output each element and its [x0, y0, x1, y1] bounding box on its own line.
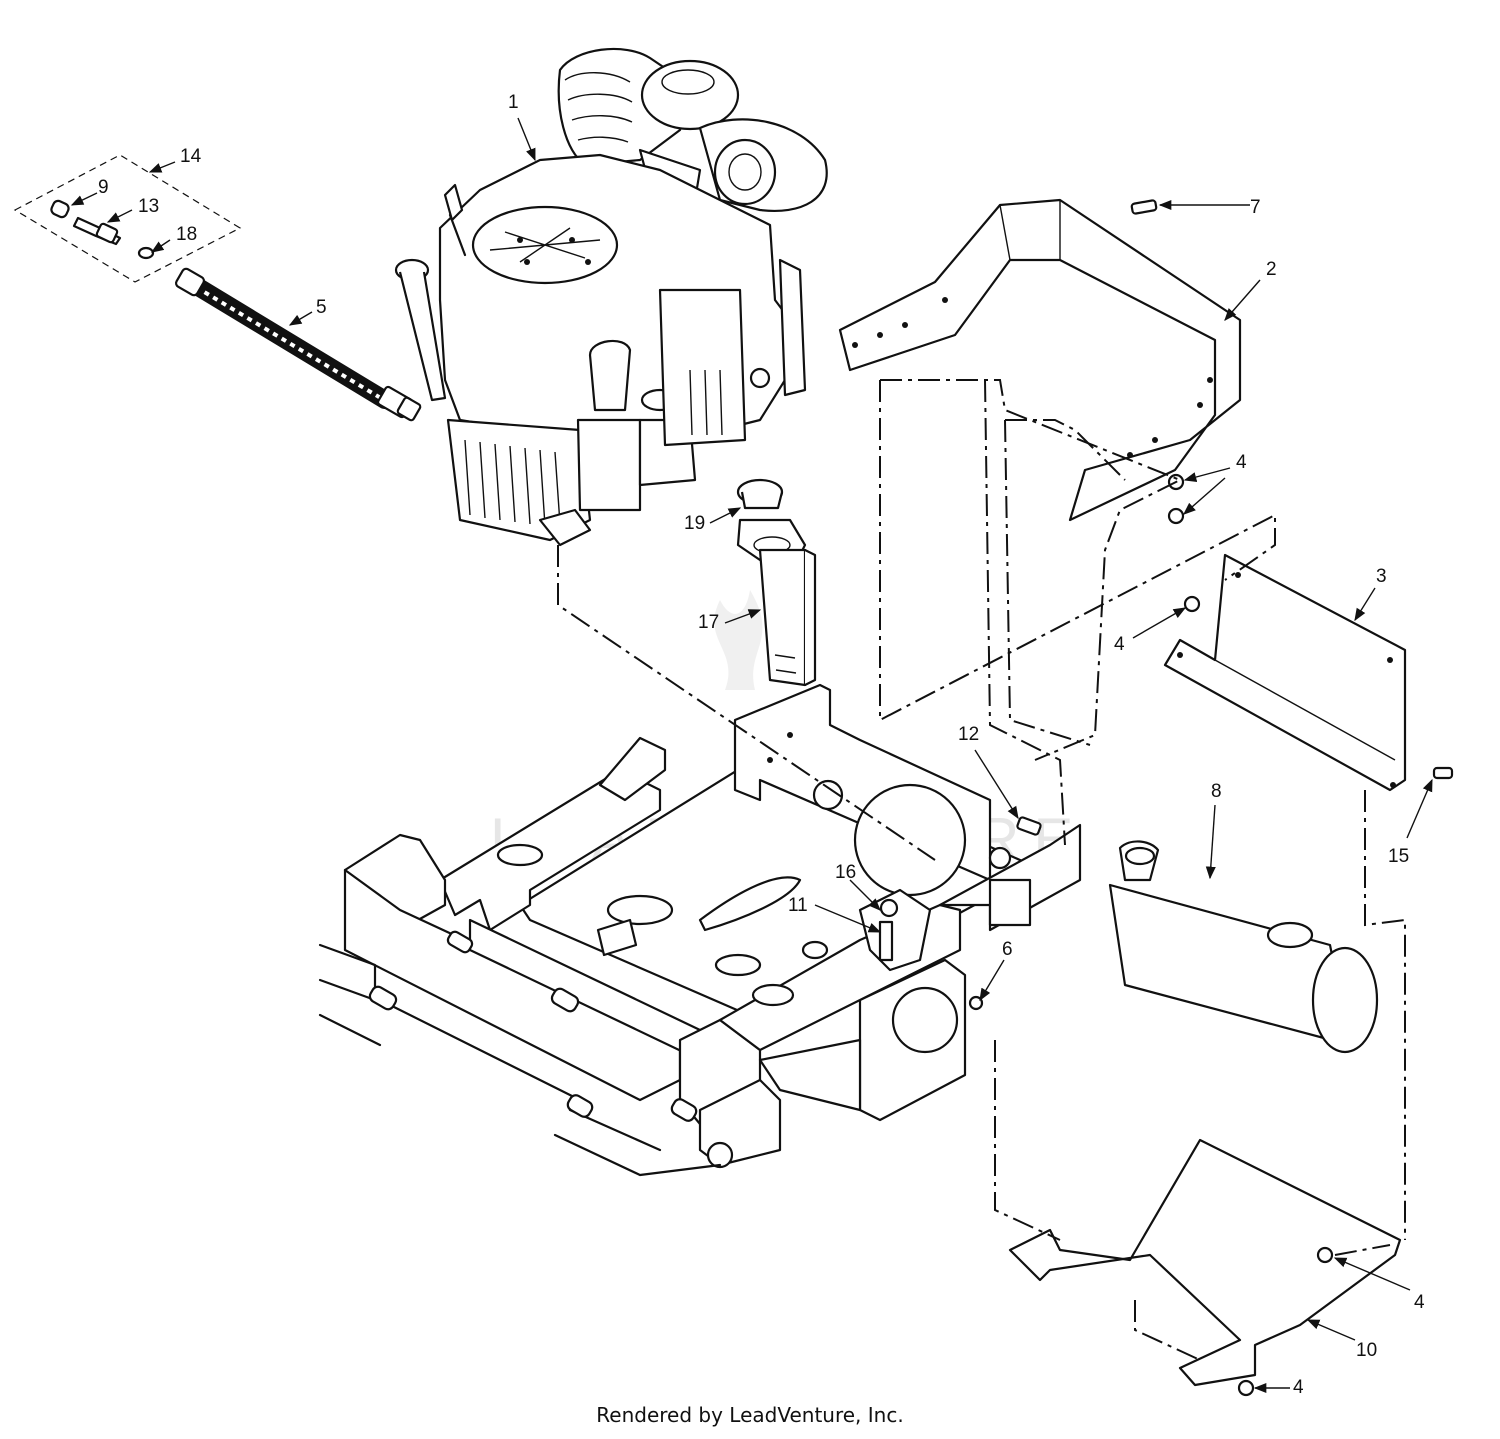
fasteners	[878, 199, 1454, 1397]
callout-2: 2	[1266, 259, 1277, 280]
heat-shield-bracket	[838, 198, 1242, 522]
callout-13: 13	[138, 196, 159, 217]
callout-4-bottom: 4	[1293, 1377, 1304, 1398]
callout-17: 17	[698, 612, 719, 633]
callout-19: 19	[684, 513, 705, 534]
callout-7: 7	[1250, 197, 1261, 218]
callout-10: 10	[1356, 1340, 1377, 1361]
callout-3: 3	[1376, 566, 1387, 587]
gasket-bracket	[736, 478, 817, 687]
callout-14: 14	[180, 146, 202, 167]
oil-drain-hose	[174, 267, 422, 422]
assembly-lines	[557, 379, 1406, 1361]
callout-1: 1	[508, 92, 519, 113]
muffler	[1108, 840, 1379, 1054]
shield-plate	[1163, 553, 1407, 792]
callout-4-lower: 4	[1414, 1292, 1425, 1313]
callout-9: 9	[98, 177, 109, 198]
callout-16: 16	[835, 862, 856, 883]
callout-11: 11	[788, 895, 808, 916]
engine-assembly	[394, 47, 828, 547]
callout-4-upper: 4	[1236, 452, 1247, 473]
lower-heat-shield	[1008, 1138, 1402, 1387]
drain-valve-kit	[13, 154, 242, 283]
main-frame	[318, 683, 1082, 1177]
callout-labels: 1 2 3 4 4 4 4 5 6 7 8 9 10 11 12 13 14 1…	[98, 92, 1425, 1398]
callout-18: 18	[176, 224, 197, 245]
callout-15: 15	[1388, 846, 1409, 867]
callout-8: 8	[1211, 781, 1222, 802]
watermark-logo	[714, 590, 763, 690]
callout-12: 12	[958, 724, 979, 745]
callout-6: 6	[1002, 939, 1013, 960]
callout-5: 5	[316, 297, 327, 318]
callout-4-middle: 4	[1114, 634, 1125, 655]
footer-credit: Rendered by LeadVenture, Inc.	[596, 1403, 904, 1427]
leader-lines	[70, 117, 1433, 1394]
